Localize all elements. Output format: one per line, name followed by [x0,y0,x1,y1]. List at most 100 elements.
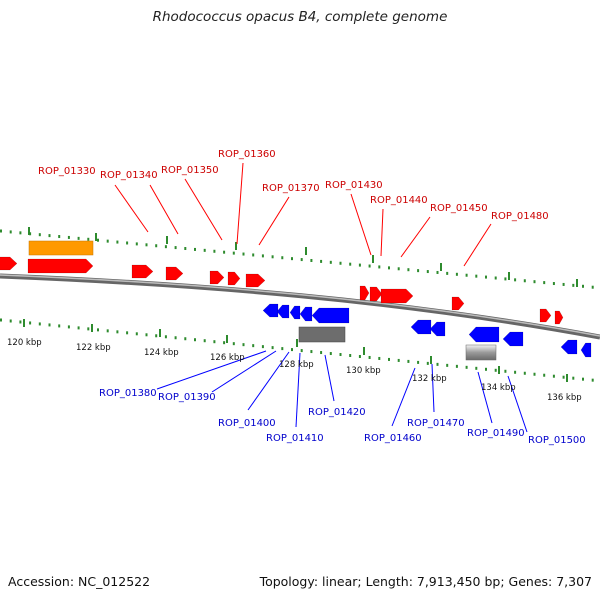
ruler-dot [97,238,99,242]
reverse-gene-label[interactable]: ROP_01410 [266,433,324,444]
forward-gene-label[interactable]: ROP_01360 [218,149,276,160]
forward-gene-label[interactable]: ROP_01450 [430,203,488,214]
reverse-gene-arrow[interactable] [429,321,446,337]
ruler-dot [388,266,390,270]
reverse-gene-arrow[interactable] [560,339,578,355]
genome-backbone-highlight [0,274,600,337]
ruler-dot [397,267,400,271]
gene-features [0,240,592,361]
forward-leader-line [400,216,431,258]
ruler-dot [475,274,478,278]
ruler-dot [184,337,187,341]
ruler-dot [174,246,177,250]
forward-gene-arrow[interactable] [165,266,184,281]
forward-gene-label[interactable]: ROP_01440 [370,195,428,206]
forward-leader-line [114,184,149,233]
ruler-dot [349,354,352,358]
reverse-gene-arrow[interactable] [276,304,290,319]
ruler-dot [446,271,449,275]
forward-gene-arrow[interactable] [131,264,154,279]
reverse-gene-arrow[interactable] [502,331,524,347]
ruler-dot [485,275,487,279]
ruler-dot [126,241,129,245]
ruler-dot [562,375,565,379]
forward-leader-line [184,178,223,241]
forward-gene-label[interactable]: ROP_01480 [491,211,549,222]
forward-gene-label[interactable]: ROP_01340 [100,170,158,181]
reverse-gene-label[interactable]: ROP_01420 [308,407,366,418]
scale-label: 130 kbp [346,366,381,376]
ruler-dot [533,280,536,284]
ruler-major-tick [430,356,432,364]
reverse-gene-arrow[interactable] [289,305,301,320]
forward-gene-arrow[interactable] [0,256,18,271]
ruler-dot [378,265,381,269]
scale-label: 128 kbp [279,360,314,370]
ruler-dot [523,279,526,283]
forward-gene-label[interactable]: ROP_01350 [161,165,219,176]
forward-gene-arrow[interactable] [554,310,564,325]
reverse-gene-label[interactable]: ROP_01390 [158,392,216,403]
forward-gene-label[interactable]: ROP_01430 [325,180,383,191]
ruler-dot [572,376,575,380]
ruler-dot [291,257,293,261]
forward-gene-arrow[interactable] [245,273,266,288]
ruler-major-tick [372,255,374,263]
ruler-dot [300,349,303,353]
ruler-dot [388,357,390,361]
forward-gene-arrow[interactable] [27,258,94,274]
reverse-leader-line [247,351,290,411]
forward-gene-arrow[interactable] [380,288,414,304]
gray-feature[interactable] [465,344,497,361]
reverse-gene-arrow[interactable] [580,342,592,358]
forward-gene-label[interactable]: ROP_01370 [262,183,320,194]
reverse-gene-arrow[interactable] [311,307,350,324]
ruler-dot [514,278,517,282]
reverse-gene-label[interactable]: ROP_01460 [364,433,422,444]
forward-gene-label[interactable]: ROP_01330 [38,166,96,177]
forward-gene-arrow[interactable] [451,296,465,311]
ruler-ticks [0,227,594,382]
ruler-major-tick [166,236,168,244]
scale-label: 124 kbp [144,348,179,358]
ruler-dot [203,339,206,343]
ruler-dot [552,282,555,286]
reverse-gene-label[interactable]: ROP_01500 [528,435,586,446]
ruler-dot [174,336,177,340]
ruler-dot [116,240,119,244]
reverse-gene-label[interactable]: ROP_01470 [407,418,465,429]
forward-gene-arrow[interactable] [359,285,370,301]
reverse-gene-label[interactable]: ROP_01400 [218,418,276,429]
ruler-dot [232,251,235,255]
ruler-dot [87,327,90,331]
ruler-major-tick [23,319,25,327]
orange-feature[interactable] [28,240,94,256]
ruler-dot [291,348,293,352]
reverse-leader-line [295,352,301,428]
scale-label: 120 kbp [7,338,42,348]
forward-gene-arrow[interactable] [209,270,225,285]
reverse-gene-label[interactable]: ROP_01490 [467,428,525,439]
ruler-major-tick [508,272,510,280]
reverse-gene-label[interactable]: ROP_01380 [99,388,157,399]
ruler-major-tick [159,329,161,337]
reverse-gene-arrow[interactable] [468,326,500,343]
ruler-dot [77,326,80,330]
gray-feature[interactable] [298,326,346,343]
reverse-gene-arrow[interactable] [410,319,432,335]
reverse-gene-arrow[interactable] [262,303,279,318]
ruler-dot [242,343,245,347]
forward-gene-arrow[interactable] [227,271,241,286]
ruler-dot [329,352,332,356]
forward-gene-arrow[interactable] [539,308,552,323]
forward-leader-line [258,196,290,246]
reverse-gene-arrow[interactable] [299,306,313,322]
accession-text: Accession: NC_012522 [8,574,151,589]
forward-gene-arrow[interactable] [369,286,383,302]
ruler-dot [261,345,264,349]
label-leaders [114,162,528,433]
ruler-major-tick [226,335,228,343]
ruler-dot [116,330,119,334]
